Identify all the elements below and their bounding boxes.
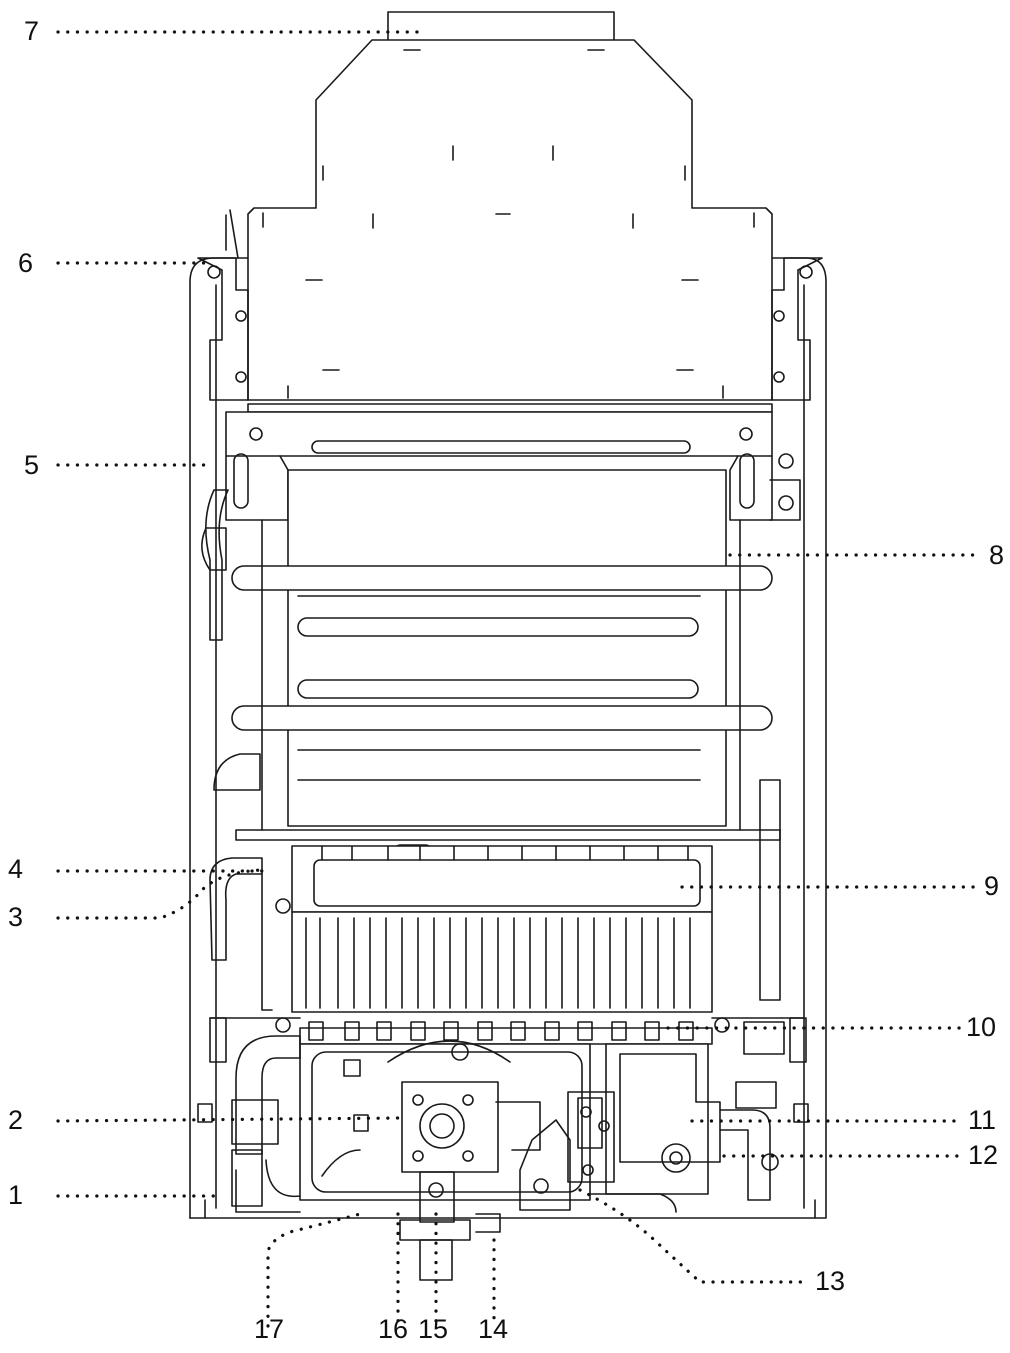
callout-label-9: 9 [984,871,1000,901]
callout-label-14: 14 [478,1314,509,1344]
callout-label-12: 12 [968,1140,999,1170]
callout-label-4: 4 [8,854,24,884]
callout-label-16: 16 [378,1314,409,1344]
combustion-chamber [231,469,781,864]
right-fan-assembly [567,1043,779,1213]
side-brackets [197,257,823,401]
callout-label-7: 7 [24,16,40,46]
callout-label-5: 5 [24,450,40,480]
bottom-controls [265,1040,591,1281]
callout-label-2: 2 [8,1105,24,1135]
leader-2 [56,1116,400,1123]
heat-exchanger-frame [225,411,801,521]
callout-label-11: 11 [968,1105,997,1135]
callout-label-13: 13 [815,1266,846,1296]
leader-lines [56,30,984,1328]
left-bottom-housing [197,1035,809,1213]
callout-label-15: 15 [418,1314,449,1344]
leader-17 [266,1212,362,1328]
callout-label-1: 1 [8,1180,24,1210]
callout-label-8: 8 [989,540,1005,570]
leader-3 [56,868,264,920]
callout-label-6: 6 [18,248,34,278]
left-water-pipes [201,489,781,1001]
callout-label-3: 3 [8,902,24,932]
callout-label-17: 17 [254,1314,285,1344]
leader-13 [578,1188,810,1284]
callout-label-10: 10 [966,1012,997,1042]
burner-assembly [261,845,730,1033]
flue-hood [225,11,773,413]
